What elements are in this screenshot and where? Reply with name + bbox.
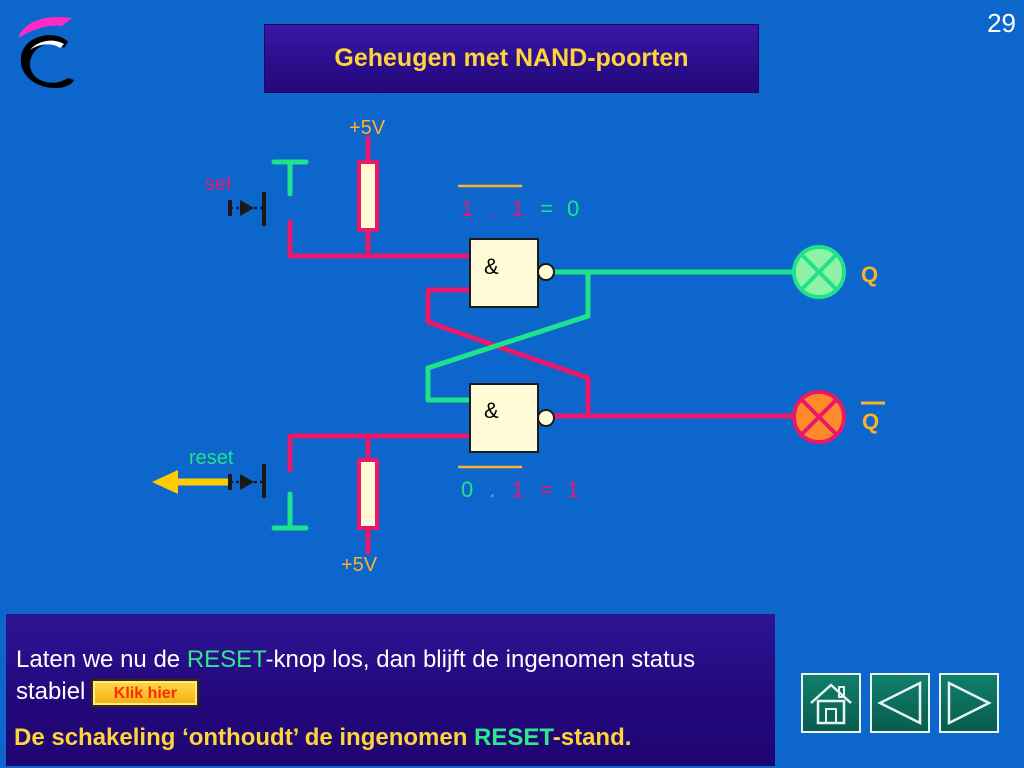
info-line1-highlight: RESET	[186, 646, 266, 673]
info-box: Laten we nu de RESET-knop los, dan blijf…	[6, 614, 775, 766]
nand-gate-bottom: &	[469, 383, 555, 453]
page-number: 29	[987, 8, 1016, 38]
reset-release-arrow	[152, 470, 228, 494]
eq-bottom: 0 . 1 = 1	[461, 477, 579, 502]
info-line2-part2: -stand.	[552, 724, 632, 751]
nand-latch-diagram: & & +5V +5V set reset Q Q 1 . 1 = 0	[152, 117, 885, 576]
previous-slide-button[interactable]	[870, 673, 930, 733]
info-text-line1: Laten we nu de RESET-knop los, dan blijf…	[16, 644, 766, 708]
next-slide-button[interactable]	[939, 673, 999, 733]
info-line1-part2: -knop los, dan blijft de ingenomen statu…	[16, 646, 696, 705]
wire-reset-to-gate-bottom	[287, 433, 473, 473]
eq-top-dot: .	[489, 196, 495, 221]
wire-cross-qbar-feedback	[425, 287, 591, 415]
info-text-line2: De schakeling ‘onthoudt’ de ingenomen RE…	[14, 724, 774, 752]
vcc-bottom-label: +5V	[341, 554, 378, 576]
home-icon	[810, 683, 852, 725]
wire-reset-switch-contact	[271, 491, 309, 531]
eq-top-a: 1	[461, 196, 473, 221]
gate-bottom-symbol: &	[484, 398, 499, 423]
triangle-right-icon	[947, 680, 992, 726]
set-pushbutton	[228, 192, 266, 226]
wire-set-to-gate-top	[287, 219, 473, 259]
wire-set-switch-contact	[271, 159, 309, 197]
resistor-top	[357, 160, 379, 232]
eq-bottom-result: 1	[567, 477, 579, 502]
eq-bottom-dot: .	[489, 477, 495, 502]
wires-high	[287, 135, 795, 555]
vcc-top-label: +5V	[349, 117, 386, 139]
home-button[interactable]	[801, 673, 861, 733]
triangle-left-icon	[877, 680, 922, 726]
nand-gate-top: &	[469, 238, 555, 308]
info-line2-part1: De schakeling ‘onthoudt’ de ingenomen	[14, 724, 475, 751]
eq-bottom-a: 0	[461, 477, 473, 502]
logo	[18, 16, 74, 88]
lamp-q	[792, 245, 846, 299]
set-label: set	[205, 173, 232, 195]
eq-top-equals: =	[540, 196, 553, 221]
eq-top: 1 . 1 = 0	[461, 196, 579, 221]
info-line1-part1: Laten we nu de	[16, 646, 187, 673]
reset-pushbutton	[228, 464, 266, 498]
info-line2-highlight: RESET	[474, 724, 553, 751]
logo-c-letter	[20, 35, 74, 88]
gate-top-symbol: &	[484, 254, 499, 279]
eq-top-result: 0	[567, 196, 579, 221]
title-box: Geheugen met NAND-poorten	[264, 24, 759, 93]
eq-bottom-equals: =	[540, 477, 553, 502]
qbar-label: Q	[862, 409, 879, 434]
reset-label: reset	[189, 447, 234, 469]
eq-top-b: 1	[512, 196, 524, 221]
q-label: Q	[861, 262, 878, 287]
wire-cross-q-feedback	[425, 269, 591, 403]
page-title: Geheugen met NAND-poorten	[334, 44, 689, 72]
wires-low	[271, 159, 795, 531]
logo-swoosh	[18, 16, 72, 38]
lamp-qbar	[792, 390, 846, 444]
resistor-bottom	[357, 458, 379, 530]
logo-c-highlight	[30, 40, 64, 50]
klik-hier-button[interactable]: Klik hier	[91, 678, 200, 707]
eq-bottom-b: 1	[512, 477, 524, 502]
